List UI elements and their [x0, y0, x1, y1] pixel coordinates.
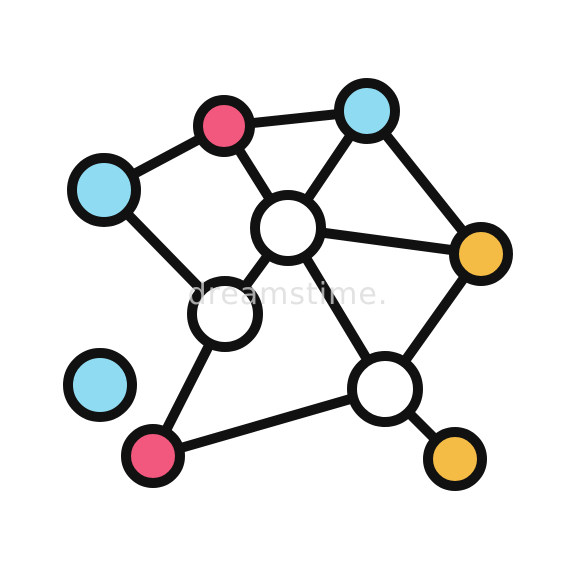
node-white-middle-left: [187, 276, 263, 352]
node-layer: [63, 78, 513, 491]
watermark-text: dreamstime.: [188, 277, 389, 312]
edge-pink-bottom-to-white-bottom-right: [148, 384, 390, 461]
node-white-center: [250, 190, 326, 266]
node-pink-top: [193, 95, 255, 157]
node-blue-left: [67, 153, 141, 227]
node-blue-top: [334, 78, 400, 144]
node-yellow-bottom: [423, 427, 487, 491]
node-blue-isolated: [63, 348, 137, 422]
node-pink-bottom: [121, 424, 185, 488]
node-white-bottom-right: [347, 351, 423, 427]
node-yellow-right: [449, 222, 513, 286]
